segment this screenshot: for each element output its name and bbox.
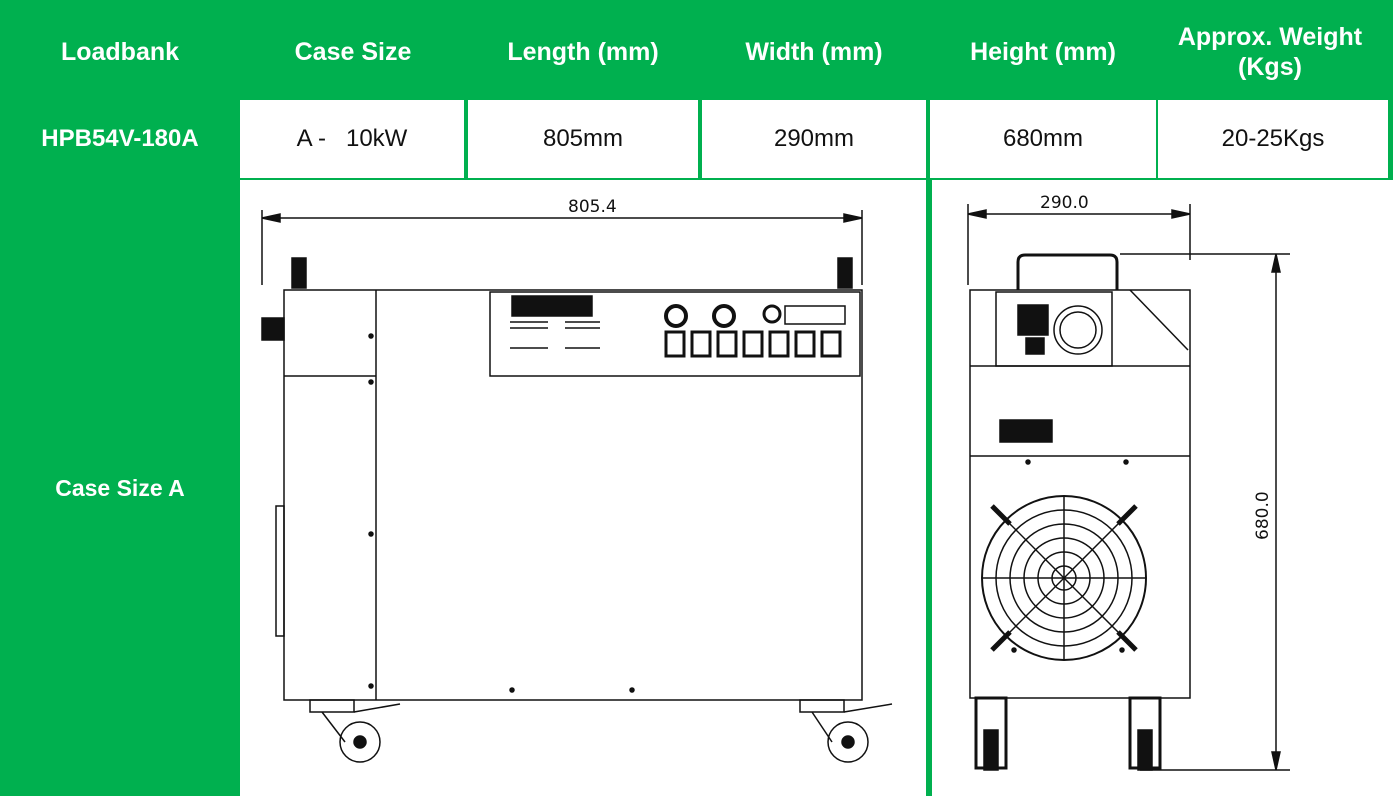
weight-value: 20-25Kgs [1158,100,1388,178]
side-width-dimension-label: 290.0 [1040,193,1089,213]
header-case-size: Case Size [294,38,412,66]
case-size-value: A - 10kW [240,100,464,178]
front-view-svg: 805.4 [261,197,893,763]
side-view-drawing: 290.0 680.0 [932,180,1393,796]
length-value: 805mm [468,100,698,178]
height-value: 680mm [930,100,1156,178]
case-size-label: Case Size A [55,474,185,501]
width-value: 290mm [702,100,926,178]
side-view-svg: 290.0 680.0 [967,193,1290,771]
header-loadbank: Loadbank [60,38,180,66]
header-height: Height (mm) [970,38,1116,66]
side-height-dimension-label: 680.0 [1253,491,1273,540]
model-name: HPB54V-180A [41,125,199,152]
header-weight: Approx. Weight (Kgs) [1177,23,1363,81]
header-length: Length (mm) [507,38,659,66]
front-dimension-label: 805.4 [568,197,617,217]
front-view-drawing: 805.4 [240,180,926,796]
header-width: Width (mm) [745,38,883,66]
